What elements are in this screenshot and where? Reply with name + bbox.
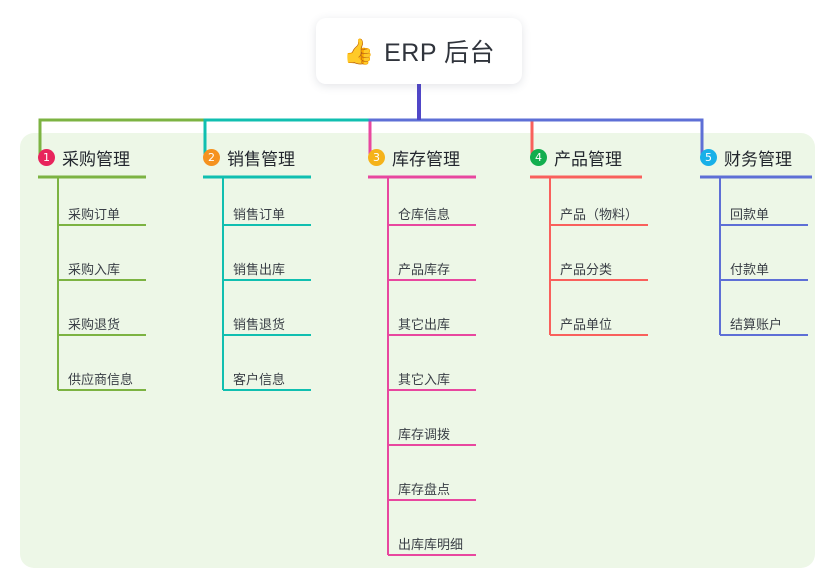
leaf-item[interactable]: 采购入库 [68,262,121,277]
column-title-1: 采购管理 [62,149,130,169]
column-title-4: 产品管理 [554,149,622,169]
column-title-3: 库存管理 [392,149,460,169]
column-header-3[interactable]: 3 库存管理 [368,145,460,169]
leaf-item[interactable]: 产品库存 [398,262,451,277]
column-header-4[interactable]: 4 产品管理 [530,145,622,169]
leaf-item[interactable]: 其它入库 [398,372,451,387]
root-node[interactable]: 👍 ERP 后台 [316,18,522,84]
leaf-item[interactable]: 其它出库 [398,317,451,332]
leaf-item[interactable]: 采购订单 [68,207,121,222]
column-1: 1 采购管理 [38,145,130,169]
column-header-2[interactable]: 2 销售管理 [203,145,295,169]
leaf-item[interactable]: 产品分类 [560,262,613,277]
column-title-5: 财务管理 [724,149,792,169]
content-panel [20,133,815,568]
column-header-5[interactable]: 5 财务管理 [700,145,792,169]
column-badge-4: 4 [530,148,547,166]
column-header-1[interactable]: 1 采购管理 [38,145,130,169]
column-3: 3 库存管理 [368,145,460,169]
column-badge-2: 2 [203,148,220,166]
leaf-item[interactable]: 仓库信息 [398,207,451,222]
leaf-item[interactable]: 产品（物料） [560,207,639,222]
leaf-item[interactable]: 供应商信息 [68,372,134,387]
column-badge-5: 5 [700,148,717,166]
column-2: 2 销售管理 [203,145,295,169]
leaf-item[interactable]: 产品单位 [560,317,613,332]
thumbs-up-emoji: 👍 [342,37,375,66]
leaf-item[interactable]: 库存调拨 [398,427,451,442]
leaf-item[interactable]: 客户信息 [233,372,286,387]
column-badge-1: 1 [38,148,55,166]
column-badge-3: 3 [368,148,385,166]
leaf-item[interactable]: 销售出库 [233,262,286,277]
column-5: 5 财务管理 [700,145,792,169]
leaf-item[interactable]: 结算账户 [730,317,783,332]
leaf-item[interactable]: 回款单 [730,207,770,222]
leaf-item[interactable]: 销售退货 [233,317,286,332]
column-title-2: 销售管理 [227,149,295,169]
leaf-item[interactable]: 出库库明细 [398,537,464,552]
leaf-item[interactable]: 采购退货 [68,317,121,332]
leaf-item[interactable]: 库存盘点 [398,482,451,497]
column-4: 4 产品管理 [530,145,622,169]
root-node-label: ERP 后台 [384,39,496,67]
leaf-item[interactable]: 付款单 [730,262,770,277]
leaf-item[interactable]: 销售订单 [233,207,286,222]
